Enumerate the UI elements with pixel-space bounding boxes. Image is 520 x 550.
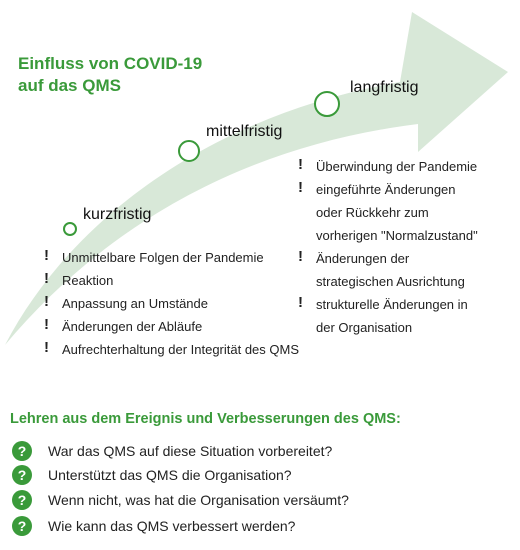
exclamation-icon: ! [44,293,49,310]
question-icon: ? [12,490,32,510]
list-item: ! Unmittelbare Folgen der Pandemie [42,246,342,269]
question-text: Wie kann das QMS verbessert werden? [48,518,296,534]
list-item-line: eingeführte Änderungen [316,182,456,197]
list-item: ! Überwindung der Pandemie [296,155,516,178]
question-text: Wenn nicht, was hat die Organisation ver… [48,492,349,508]
list-item-text: Reaktion [62,273,114,288]
stage-label-mid: mittelfristig [206,123,283,140]
list-item-line: Änderungen der [316,251,410,266]
question-row: ? War das QMS auf diese Situation vorber… [12,441,332,461]
list-item: ! Änderungen der strategischen Ausrichtu… [296,247,516,293]
short-term-list: ! Unmittelbare Folgen der Pandemie ! Rea… [42,246,342,361]
exclamation-icon: ! [44,247,49,264]
list-item-line: vorherigen "Normalzustand" [316,228,478,243]
question-row: ? Unterstützt das QMS die Organisation? [12,465,292,485]
exclamation-icon: ! [298,156,303,173]
question-row: ? Wenn nicht, was hat die Organisation v… [12,490,349,510]
arrow-shape [5,12,508,345]
stage-label-short: kurzfristig [83,206,152,223]
exclamation-icon: ! [44,316,49,333]
question-icon: ? [12,516,32,536]
question-row: ? Wie kann das QMS verbessert werden? [12,516,295,536]
mid-term-circle-icon [178,140,200,162]
question-text: War das QMS auf diese Situation vorberei… [48,443,333,459]
list-item-text: Änderungen der Abläufe [62,319,203,334]
title-line-1: Einfluss von COVID-19 [18,54,203,73]
diagram-title: Einfluss von COVID-19 auf das QMS [18,53,202,97]
list-item: ! Änderungen der Abläufe [42,315,342,338]
list-item: ! Reaktion [42,269,342,292]
list-item-line: der Organisation [316,320,413,335]
exclamation-icon: ! [44,270,49,287]
list-item-line: strukturelle Änderungen in [316,297,468,312]
question-icon: ? [12,441,32,461]
list-item: ! eingeführte Änderungen oder Rückkehr z… [296,178,516,247]
list-item-line: oder Rückkehr zum [316,205,429,220]
list-item: ! Anpassung an Umstände [42,292,342,315]
question-icon: ? [12,465,32,485]
list-item-text: Aufrechterhaltung der Integrität des QMS [62,342,300,357]
exclamation-icon: ! [44,339,49,356]
stage-label-long: langfristig [350,79,419,96]
exclamation-icon: ! [298,294,303,311]
exclamation-icon: ! [298,179,303,196]
long-term-circle-icon [314,91,340,117]
list-item-line: strategischen Ausrichtung [316,274,465,289]
question-text: Unterstützt das QMS die Organisation? [48,467,292,483]
list-item: ! strukturelle Änderungen in der Organis… [296,293,516,339]
list-item-line: Überwindung der Pandemie [316,159,478,174]
exclamation-icon: ! [298,248,303,265]
list-item-text: Anpassung an Umstände [62,296,208,311]
long-term-list: ! Überwindung der Pandemie ! eingeführte… [296,155,516,339]
list-item: ! Aufrechterhaltung der Integrität des Q… [42,338,342,361]
lessons-title: Lehren aus dem Ereignis und Verbesserung… [10,411,401,427]
short-term-circle-icon [63,222,77,236]
title-line-2: auf das QMS [18,76,121,95]
list-item-text: Unmittelbare Folgen der Pandemie [62,250,264,265]
